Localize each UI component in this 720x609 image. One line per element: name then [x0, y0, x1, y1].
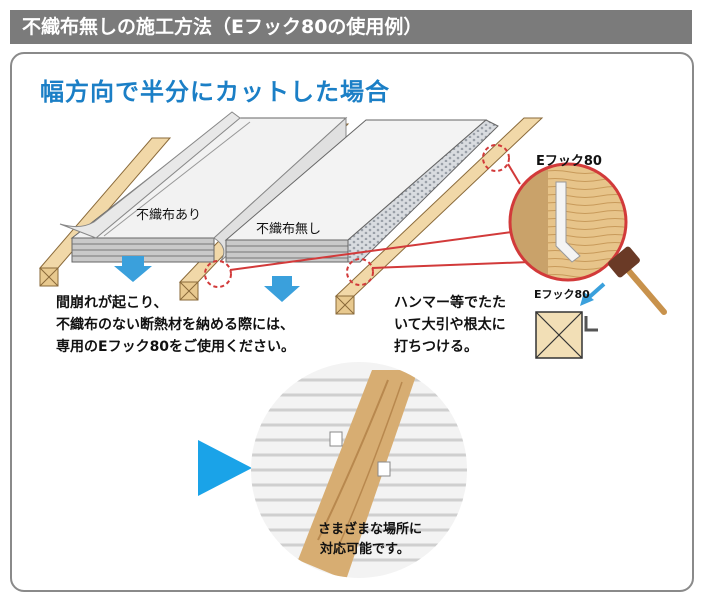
- hammer-icon: [608, 246, 667, 315]
- photo-caption: さまざまな場所に 対応可能です。: [318, 520, 422, 560]
- label-without-fabric: 不織布無し: [256, 222, 322, 237]
- hook-arrow-icon: [580, 282, 606, 306]
- page-header: 不織布無しの施工方法（Eフック80の使用例）: [10, 10, 692, 44]
- note-right-line: 打ちつける。: [394, 339, 478, 355]
- label-with-fabric: 不織布あり: [136, 208, 202, 223]
- play-triangle-icon: [198, 440, 252, 496]
- hook-zoom-view: [508, 162, 628, 282]
- label-hook-small: Eフック80: [534, 288, 590, 301]
- header-title: 不織布無しの施工方法（Eフック80の使用例）: [22, 16, 423, 38]
- insulation-without-fabric: [224, 119, 499, 263]
- note-right-line: いて大引や根太に: [394, 317, 506, 333]
- hook-callout-lines: [204, 144, 531, 288]
- down-arrow-icon: [114, 256, 152, 282]
- note-right: ハンマー等でたた いて大引や根太に 打ちつける。: [394, 292, 506, 358]
- section-title: 幅方向で半分にカットした場合: [40, 78, 390, 106]
- note-left-line: 専用のEフック80をご使用ください。: [56, 339, 296, 355]
- photo-caption-line: 対応可能です。: [320, 542, 410, 557]
- joist-right: [334, 117, 544, 315]
- down-arrow-icon: [264, 276, 300, 302]
- label-hook-zoom: Eフック80: [536, 154, 602, 169]
- note-left-line: 不織布のない断熱材を納める際には、: [56, 317, 294, 333]
- joist-cross-section: [535, 311, 583, 359]
- hook-icon: [584, 316, 598, 332]
- note-right-line: ハンマー等でたた: [394, 295, 506, 311]
- note-left: 間崩れが起こり、 不織布のない断熱材を納める際には、 専用のEフック80をご使用…: [56, 292, 295, 358]
- content-panel: [10, 52, 694, 592]
- photo-caption-line: さまざまな場所に: [318, 522, 423, 537]
- joist-left: [38, 137, 172, 287]
- note-left-line: 間崩れが起こり、: [56, 295, 168, 311]
